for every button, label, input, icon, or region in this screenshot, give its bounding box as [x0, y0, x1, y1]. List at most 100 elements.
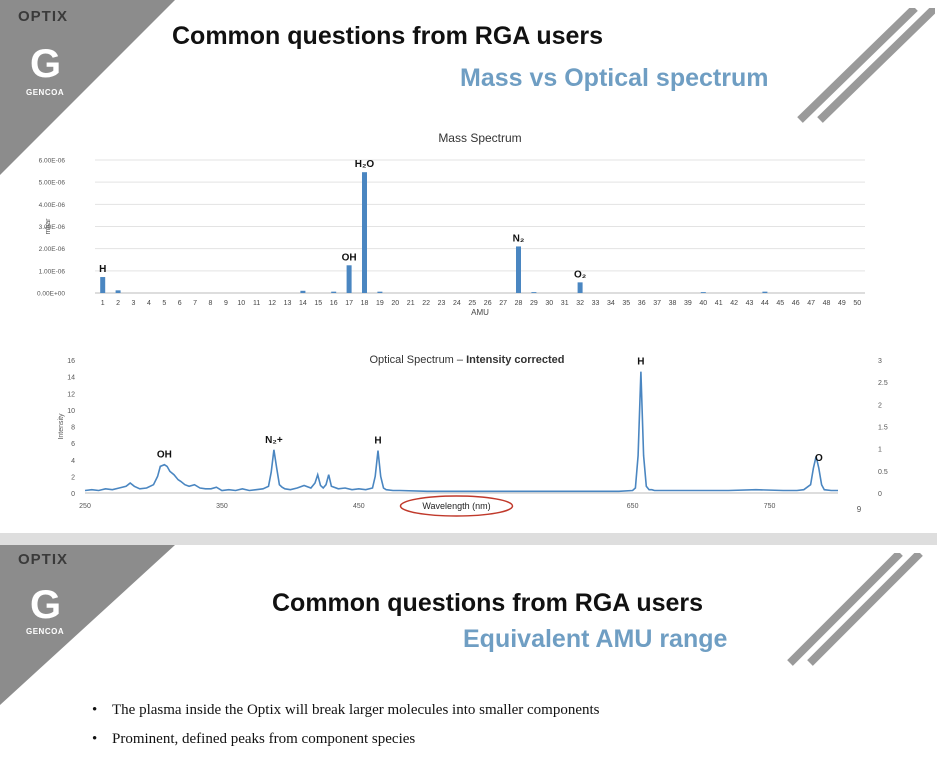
x-tick-label: 46 [792, 300, 800, 307]
corner-banner [0, 0, 175, 175]
x-tick-label: 50 [853, 300, 861, 307]
x-tick-label: 11 [253, 300, 260, 307]
y-tick-label: 16 [67, 358, 75, 365]
x-tick-label: 650 [627, 503, 639, 510]
y-tick-label: 3.00E-06 [39, 224, 66, 231]
y-tick-label: 2.00E-06 [39, 246, 66, 253]
x-tick-label: 250 [79, 503, 91, 510]
x-tick-label: 41 [715, 300, 723, 307]
optix-logo-text: OPTIX [18, 551, 69, 568]
peak-label: H [637, 357, 644, 368]
mass-spectrum-chart: Mass Spectrum0.00E+001.00E-062.00E-063.0… [37, 131, 865, 317]
y-tick-label: 1.00E-06 [39, 268, 66, 275]
decorative-stripes [797, 8, 935, 123]
bullet-item: •The plasma inside the Optix will break … [92, 702, 600, 718]
x-tick-label: 10 [237, 300, 245, 307]
y2-tick-label: 1.5 [878, 425, 888, 432]
x-tick-label: 24 [453, 300, 461, 307]
xlabel-highlight-circle [399, 495, 514, 517]
peak-label: N₂+ [265, 435, 283, 446]
x-tick-label: 12 [268, 300, 276, 307]
x-tick-label: 37 [653, 300, 661, 307]
x-tick-label: 28 [515, 300, 523, 307]
slide-mass-vs-optical: OPTIX G GENCOA Common questions from RGA… [0, 0, 937, 533]
x-tick-label: 39 [684, 300, 692, 307]
x-tick-label: 33 [592, 300, 600, 307]
slide-subtitle: Mass vs Optical spectrum [460, 64, 769, 92]
bullet-list: •The plasma inside the Optix will break … [92, 702, 600, 760]
x-tick-label: 45 [776, 300, 784, 307]
y-tick-label: 4 [71, 458, 75, 465]
slide-equivalent-amu: OPTIX G GENCOA Common questions from RGA… [0, 545, 937, 772]
x-tick-label: 16 [330, 300, 338, 307]
x-tick-label: 43 [746, 300, 754, 307]
y-tick-label: 12 [67, 391, 75, 398]
x-tick-label: 44 [761, 300, 769, 307]
x-tick-label: 25 [468, 300, 476, 307]
y-tick-label: 4.00E-06 [39, 202, 66, 209]
x-tick-label: 6 [178, 300, 182, 307]
slide-subtitle: Equivalent AMU range [463, 625, 728, 653]
x-tick-label: 3 [132, 300, 136, 307]
y-tick-label: 6 [71, 441, 75, 448]
x-tick-label: 2 [116, 300, 120, 307]
peak-label: N₂ [513, 233, 525, 244]
x-tick-label: 29 [530, 300, 538, 307]
x-tick-label: 36 [638, 300, 646, 307]
y-tick-label: 14 [67, 375, 75, 382]
x-tick-label: 7 [193, 300, 197, 307]
x-tick-label: 38 [669, 300, 677, 307]
bar [100, 277, 106, 293]
y2-tick-label: 2 [878, 402, 882, 409]
x-tick-label: 17 [345, 300, 353, 307]
x-tick-label: 15 [314, 300, 322, 307]
corner-banner [0, 545, 175, 705]
x-tick-label: 35 [622, 300, 630, 307]
y-tick-label: 10 [67, 408, 75, 415]
bar [700, 292, 706, 293]
x-tick-label: 350 [216, 503, 228, 510]
y2-tick-label: 0 [878, 491, 882, 498]
x-tick-label: 9 [224, 300, 228, 307]
x-tick-label: 47 [807, 300, 815, 307]
bar [115, 290, 121, 293]
x-tick-label: 4 [147, 300, 151, 307]
bullet-text: The plasma inside the Optix will break l… [112, 702, 600, 718]
x-tick-label: 8 [209, 300, 213, 307]
gencoa-logo-text: GENCOA [26, 88, 65, 97]
y-axis-label: mbar [45, 218, 52, 235]
x-tick-label: 48 [823, 300, 831, 307]
x-tick-label: 1 [101, 300, 105, 307]
bar [516, 246, 521, 293]
x-tick-label: 5 [162, 300, 166, 307]
y-tick-label: 2 [71, 474, 75, 481]
x-axis-label: Wavelength (nm) [422, 501, 490, 511]
peak-label: H [374, 436, 381, 447]
peak-label: OH [157, 450, 172, 461]
x-tick-label: 450 [353, 503, 365, 510]
y-tick-label: 8 [71, 425, 75, 432]
peak-label: O [815, 453, 823, 464]
y-tick-label: 5.00E-06 [39, 180, 66, 187]
bullet-item: •Prominent, defined peaks from component… [92, 731, 416, 747]
bar [762, 291, 768, 293]
y2-tick-label: 0.5 [878, 469, 888, 476]
x-tick-label: 27 [499, 300, 507, 307]
bar [331, 291, 337, 293]
x-tick-label: 26 [484, 300, 492, 307]
chart-title: Optical Spectrum – Intensity corrected [369, 354, 564, 366]
optix-logo-text: OPTIX [18, 8, 69, 25]
y-tick-label: 6.00E-06 [39, 158, 66, 165]
peak-label: H [99, 264, 106, 275]
slide-title: Common questions from RGA users [272, 589, 704, 617]
slide-divider [0, 533, 937, 545]
y2-tick-label: 1 [878, 447, 882, 454]
y2-tick-label: 2.5 [878, 380, 888, 387]
bar [577, 282, 583, 293]
bar [300, 290, 306, 293]
gencoa-g-logo: G [30, 42, 62, 86]
x-tick-label: 49 [838, 300, 846, 307]
x-tick-label: 21 [407, 300, 415, 307]
x-tick-label: 40 [699, 300, 707, 307]
gencoa-logo-text: GENCOA [26, 627, 65, 636]
